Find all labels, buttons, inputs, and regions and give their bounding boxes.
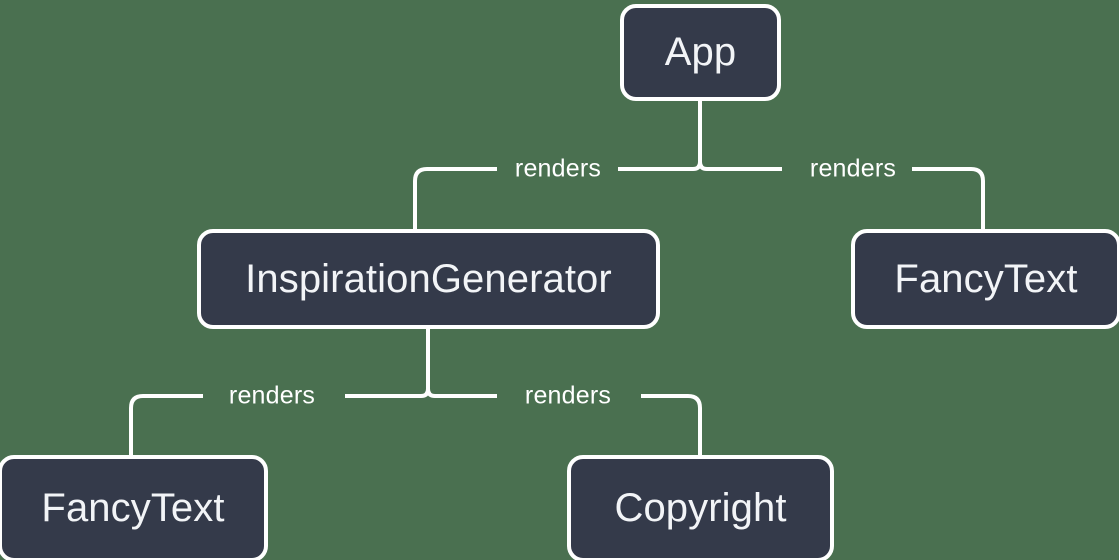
node-app[interactable]: App bbox=[620, 4, 781, 101]
edge-label-inspiration-generator-to-fancytext: renders bbox=[228, 381, 316, 410]
edge-inspiration-to-copyright-right-arm bbox=[426, 388, 497, 398]
edge-inspiration-to-copyright-tail bbox=[641, 394, 702, 455]
node-fancytext-right[interactable]: FancyText bbox=[851, 229, 1119, 329]
edge-app-to-inspiration-tail bbox=[413, 167, 497, 229]
node-fancytext-bottom-label: FancyText bbox=[41, 486, 225, 530]
node-app-label: App bbox=[664, 30, 737, 74]
edge-label-app-to-inspiration-generator: renders bbox=[514, 154, 602, 183]
edge-label-inspiration-generator-to-copyright: renders bbox=[524, 381, 612, 410]
edge-app-to-fancytext-right-arm bbox=[698, 161, 782, 171]
node-inspiration-generator[interactable]: InspirationGenerator bbox=[197, 229, 660, 329]
edge-app-to-fancytext-tail bbox=[912, 167, 985, 229]
edge-app-to-inspiration-left-arm bbox=[618, 161, 702, 171]
edge-label-app-to-fancytext: renders bbox=[809, 154, 897, 183]
edge-inspiration-to-fancytext-tail bbox=[129, 394, 203, 455]
node-fancytext-bottom[interactable]: FancyText bbox=[0, 455, 268, 560]
node-fancytext-right-label: FancyText bbox=[894, 256, 1078, 301]
edge-inspiration-to-fancytext-left-arm bbox=[345, 388, 430, 398]
node-inspiration-generator-label: InspirationGenerator bbox=[245, 256, 612, 301]
node-copyright-label: Copyright bbox=[614, 486, 787, 530]
node-copyright[interactable]: Copyright bbox=[567, 455, 834, 560]
